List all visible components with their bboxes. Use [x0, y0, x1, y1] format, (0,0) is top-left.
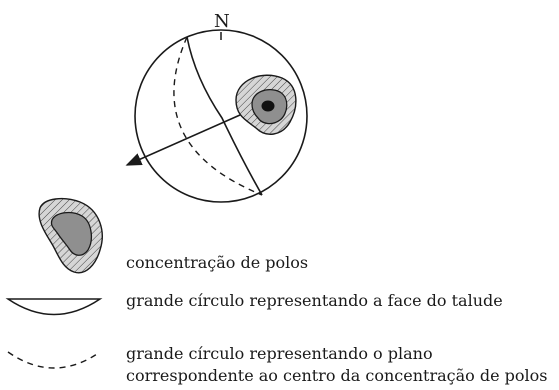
legend-contour-inner [50, 211, 93, 256]
pole-plane-great-circle [173, 36, 263, 196]
slope-face-great-circle [186, 36, 263, 196]
dip-direction-arrow [125, 114, 241, 166]
legend-label-pole-plane-line1: grande círculo representando o plano [126, 344, 433, 363]
legend-label-slope-face: grande círculo representando a face do t… [126, 291, 503, 310]
legend-label-pole-concentration: concentração de polos [126, 253, 308, 272]
legend-label-pole-plane-line2: correspondente ao centro da concentração… [126, 366, 548, 385]
north-label: N [214, 11, 230, 32]
legend-slope-face-symbol [5, 298, 103, 316]
pole-contour-core [261, 100, 275, 112]
pole-concentration-contours [235, 74, 297, 135]
legend-pole-plane-symbol [7, 351, 101, 369]
legend-pole-concentration-symbol [38, 197, 103, 274]
stereonet-primitive-circle [134, 29, 308, 203]
